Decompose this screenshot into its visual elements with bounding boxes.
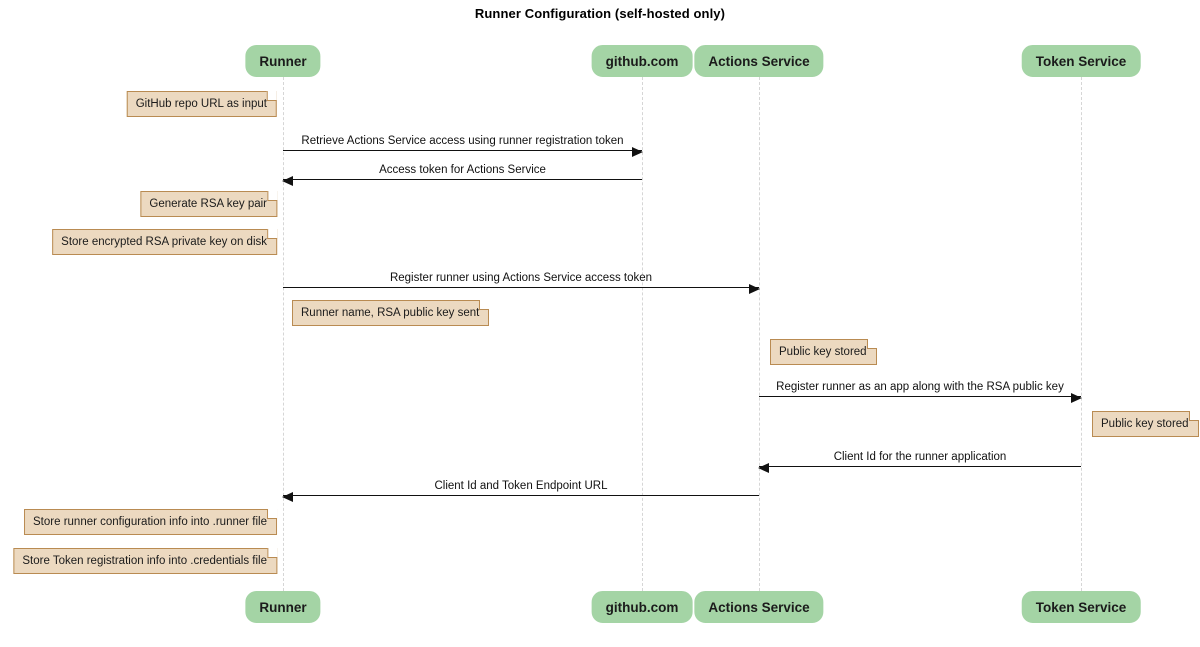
message-line	[759, 466, 1081, 467]
message-label: Retrieve Actions Service access using ru…	[301, 135, 624, 147]
lifeline-runner	[283, 77, 284, 591]
participant-token-header[interactable]: Token Service	[1021, 45, 1141, 77]
note-n4: Runner name, RSA public key sent	[292, 300, 490, 326]
note-n7: Store runner configuration info into .ru…	[24, 509, 277, 535]
note-n1: GitHub repo URL as input	[126, 91, 277, 117]
note-fold-corner-icon	[267, 91, 277, 101]
message-label: Register runner as an app along with the…	[776, 381, 1064, 393]
message-m2: Access token for Actions Service	[282, 160, 642, 186]
note-n8: Store Token registration info into .cred…	[13, 548, 277, 574]
arrowhead-right-icon	[632, 146, 643, 157]
lifeline-github	[642, 77, 643, 591]
note-fold-corner-icon	[479, 300, 490, 310]
note-text: Public key stored	[1101, 418, 1189, 430]
note-fold-corner-icon	[267, 509, 277, 519]
page-title: Runner Configuration (self-hosted only)	[474, 6, 726, 21]
message-label: Access token for Actions Service	[379, 164, 546, 176]
note-fold-corner-icon	[267, 229, 277, 239]
arrowhead-left-icon	[282, 175, 293, 186]
message-label: Client Id for the runner application	[833, 451, 1007, 463]
participant-github-footer[interactable]: github.com	[591, 591, 693, 623]
note-fold-corner-icon	[267, 548, 277, 558]
note-text: Runner name, RSA public key sent	[301, 307, 480, 319]
note-n5: Public key stored	[770, 339, 877, 365]
note-text: Store runner configuration info into .ru…	[33, 516, 267, 528]
message-m5: Client Id for the runner application	[758, 447, 1081, 473]
note-fold-corner-icon	[1188, 411, 1199, 421]
message-line	[759, 396, 1081, 397]
message-label: Client Id and Token Endpoint URL	[434, 480, 608, 492]
arrowhead-right-icon	[1071, 392, 1082, 403]
note-n3: Store encrypted RSA private key on disk	[52, 229, 277, 255]
participant-token-footer[interactable]: Token Service	[1021, 591, 1141, 623]
note-fold-corner-icon	[866, 339, 877, 349]
note-fold-corner-icon	[267, 191, 277, 201]
participant-runner-footer[interactable]: Runner	[245, 591, 321, 623]
message-m4: Register runner as an app along with the…	[759, 377, 1082, 403]
arrowhead-right-icon	[749, 283, 760, 294]
note-text: Store encrypted RSA private key on disk	[61, 236, 267, 248]
message-line	[283, 495, 759, 496]
participant-actions-footer[interactable]: Actions Service	[694, 591, 824, 623]
lifeline-token	[1081, 77, 1082, 591]
note-text: Public key stored	[779, 346, 867, 358]
participant-actions-header[interactable]: Actions Service	[694, 45, 824, 77]
message-m3: Register runner using Actions Service ac…	[283, 268, 760, 294]
participant-runner-header[interactable]: Runner	[245, 45, 321, 77]
message-label: Register runner using Actions Service ac…	[389, 272, 653, 284]
message-line	[283, 287, 759, 288]
message-m6: Client Id and Token Endpoint URL	[282, 476, 759, 502]
note-text: Generate RSA key pair	[149, 198, 267, 210]
message-line	[283, 179, 642, 180]
participant-github-header[interactable]: github.com	[591, 45, 693, 77]
arrowhead-left-icon	[282, 491, 293, 502]
arrowhead-left-icon	[758, 462, 769, 473]
message-m1: Retrieve Actions Service access using ru…	[283, 131, 643, 157]
note-text: Store Token registration info into .cred…	[22, 555, 267, 567]
lifeline-actions	[759, 77, 760, 591]
note-text: GitHub repo URL as input	[135, 98, 267, 110]
message-line	[283, 150, 642, 151]
note-n2: Generate RSA key pair	[140, 191, 277, 217]
note-n6: Public key stored	[1092, 411, 1199, 437]
